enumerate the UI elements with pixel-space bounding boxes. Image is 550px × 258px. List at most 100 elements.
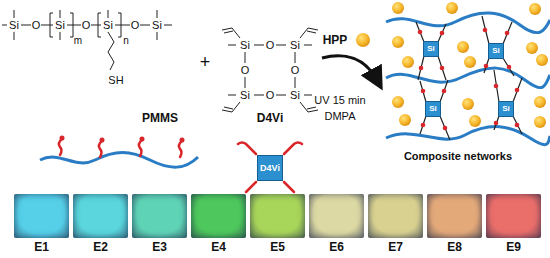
sample-label: E8	[427, 241, 482, 253]
crosslink-thioethers	[484, 64, 489, 69]
atom-symbol: Si	[152, 20, 162, 31]
filler-name: HPP	[323, 34, 348, 46]
d4vi-cartoon-arms	[246, 182, 256, 192]
pmms-structure	[108, 10, 109, 18]
crosslinks	[416, 16, 522, 140]
atom-symbol: Si	[290, 40, 300, 51]
d4vi-structure	[300, 28, 318, 38]
sample-label: E6	[309, 241, 364, 253]
atom-symbol: Si	[240, 90, 250, 101]
pmms-structure	[70, 13, 73, 37]
crosslink-thioethers	[442, 89, 447, 94]
pmms-structure	[67, 25, 81, 26]
sample-label: E7	[368, 241, 423, 253]
film-sample: E8	[427, 194, 482, 238]
film-sample: E5	[250, 194, 305, 238]
crosslink-thioethers	[443, 126, 448, 131]
compound-name: PMMS	[142, 112, 178, 124]
crosslink-thioethers	[507, 65, 512, 70]
crosslink-thioethers	[440, 31, 445, 36]
pmms-cartoon	[180, 138, 185, 143]
d4vi-structure	[222, 28, 318, 112]
pmms-cartoon	[179, 141, 182, 157]
siloxane-core: Si	[423, 41, 439, 57]
film-sample: E9	[486, 194, 541, 238]
pmms-structure	[2, 10, 172, 70]
atom-symbol: Si	[103, 20, 113, 31]
core-label: Si	[429, 105, 437, 113]
d4vi-cartoon-arms	[238, 143, 302, 193]
hpp-particles	[526, 42, 538, 54]
film-sample: E6	[309, 194, 364, 238]
crosslink-thioethers	[505, 31, 510, 36]
hpp-particles	[534, 116, 546, 128]
sample-label: E2	[73, 241, 128, 253]
film-sample: E7	[368, 194, 423, 238]
pmms-cartoon	[59, 139, 62, 155]
crosslink-thioethers	[418, 30, 423, 35]
hpp-particles	[534, 96, 546, 108]
pmms-structure	[118, 13, 121, 37]
crosslinks	[420, 80, 450, 140]
pmms-cartoon	[100, 138, 105, 143]
network-chains	[386, 13, 550, 145]
hpp-particles	[399, 114, 411, 126]
reaction-arrow	[356, 33, 370, 47]
crosslinks	[494, 70, 522, 134]
atom-symbol: Si	[240, 40, 250, 51]
core-label: D4Vi	[260, 164, 280, 173]
reaction-arrow	[322, 56, 377, 80]
siloxane-core: Si	[488, 43, 504, 59]
pmms-cartoon	[99, 141, 102, 157]
d4vi-cartoon-arms	[284, 143, 302, 155]
reaction-condition: UV 15 min	[314, 95, 365, 106]
sample-label: E9	[486, 241, 541, 253]
core-label: Si	[427, 45, 435, 53]
crosslinks	[482, 16, 514, 76]
pmms-structure	[91, 25, 101, 26]
atom-symbol: Si	[9, 20, 19, 31]
d4vi-cartoon-arms	[238, 143, 256, 155]
film-sample: E4	[191, 194, 246, 238]
pmms-cartoon	[139, 140, 142, 156]
network-chains	[386, 127, 550, 145]
pmms-structure	[115, 25, 130, 26]
crosslink-thioethers	[494, 84, 499, 89]
crosslink-thioethers	[419, 66, 424, 71]
atom-symbol: Si	[290, 90, 300, 101]
atom-symbol: m	[74, 36, 82, 46]
d4vi-cartoon-arms	[284, 182, 294, 192]
film-sample: E2	[73, 194, 128, 238]
hpp-particles	[446, 2, 458, 14]
crosslink-thioethers	[418, 28, 520, 131]
atom-symbol: Si	[55, 20, 65, 31]
atom-symbol: O	[241, 65, 250, 76]
hpp-particles	[464, 56, 476, 68]
hpp-particles	[392, 2, 404, 14]
pmms-structure	[21, 25, 31, 26]
crosslink-thioethers	[421, 123, 426, 128]
atom-symbol: O	[131, 20, 140, 31]
film-sample: E3	[132, 194, 187, 238]
pmms-cartoon	[140, 137, 145, 142]
pmms-structure	[41, 25, 53, 26]
crosslink-thioethers	[440, 66, 445, 71]
d4vi-structure	[222, 102, 240, 112]
pmms-structure	[108, 32, 114, 70]
atom-symbol: O	[82, 20, 91, 31]
product-caption: Composite networks	[404, 151, 512, 162]
pmms-cartoon	[40, 136, 198, 168]
hpp-particles	[536, 54, 548, 66]
reaction-arrow	[322, 33, 377, 80]
pmms-cartoon	[40, 153, 198, 168]
hpp-particles	[392, 36, 404, 48]
pmms-cartoon	[59, 139, 182, 157]
crosslink-thioethers	[421, 89, 426, 94]
crosslink-thioethers	[494, 121, 499, 126]
sample-label: E1	[14, 241, 69, 253]
atom-symbol: O	[266, 90, 275, 101]
sample-label: E5	[250, 241, 305, 253]
sample-label: E4	[191, 241, 246, 253]
siloxane-core: Si	[498, 101, 514, 117]
crosslink-thioethers	[515, 88, 520, 93]
